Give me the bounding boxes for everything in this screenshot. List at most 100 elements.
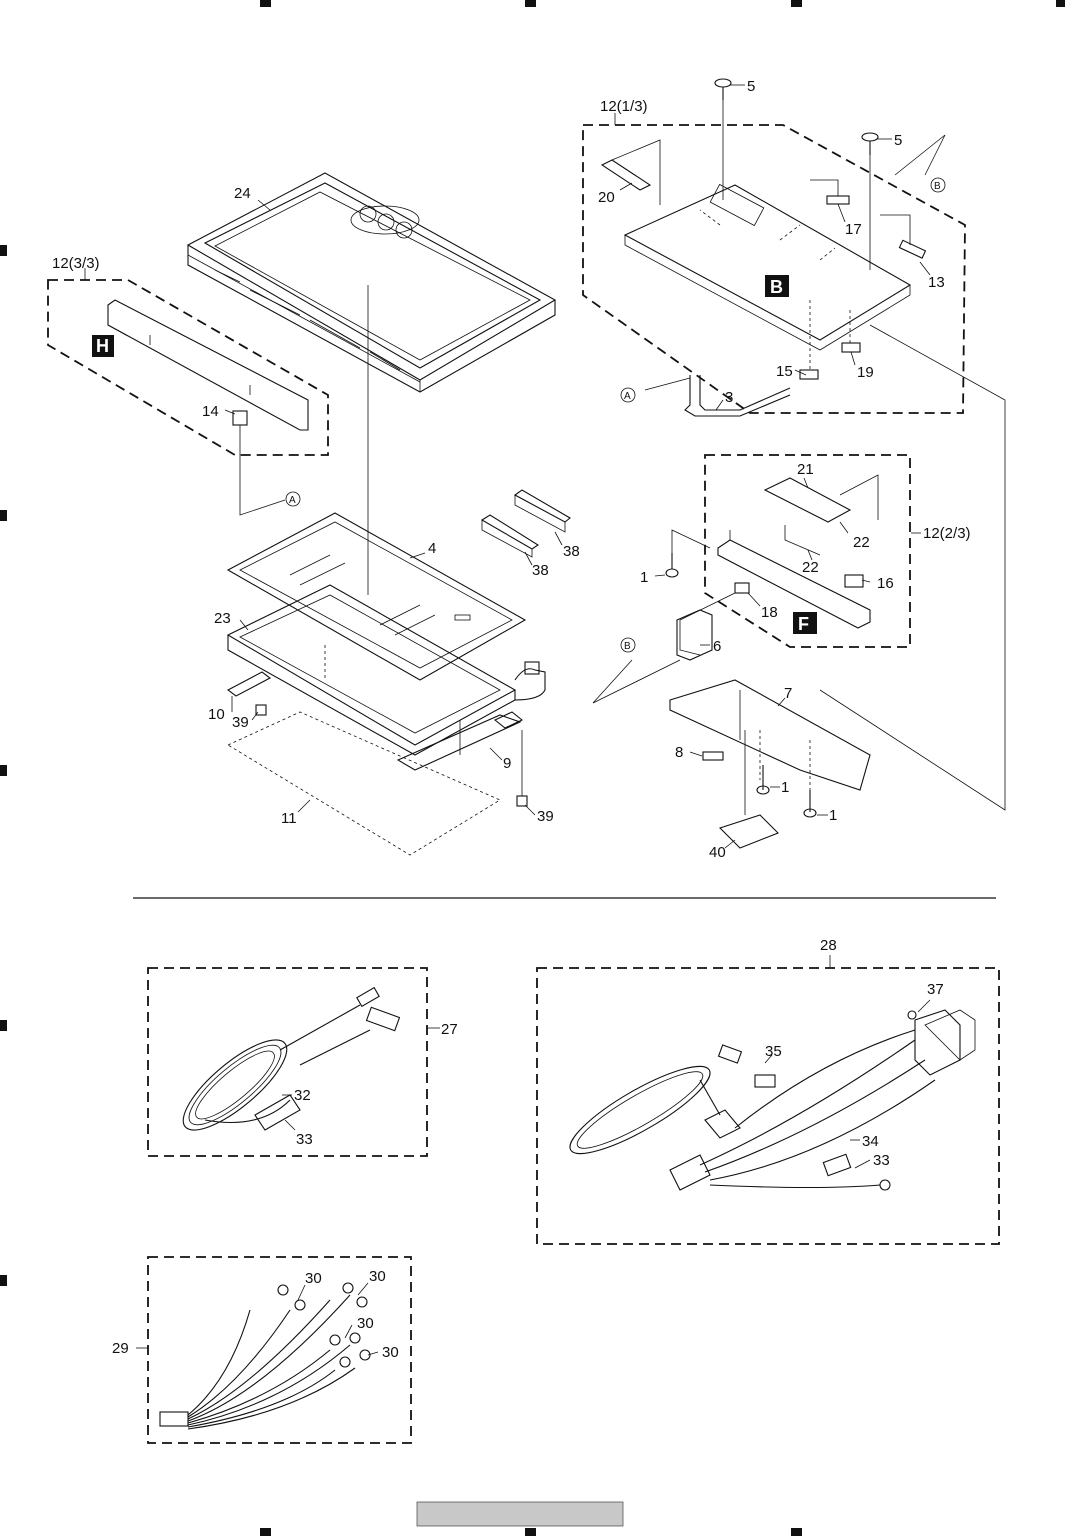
ref-b-arrow-3 — [592, 659, 633, 704]
callout-35: 35 — [765, 1043, 782, 1060]
callout-39-b: 39 — [537, 808, 554, 825]
callout-30-a: 30 — [305, 1270, 322, 1287]
callout-8: 8 — [675, 744, 683, 761]
part-7-bracket — [669, 324, 1006, 811]
board-h-label: H — [96, 336, 109, 356]
svg-text:B: B — [624, 641, 631, 652]
callout-34: 34 — [862, 1133, 879, 1150]
part-24-display-unit — [186, 172, 557, 393]
callout-30-b: 30 — [369, 1268, 386, 1285]
callout-1-a: 1 — [640, 569, 648, 586]
callout-5-a: 5 — [747, 78, 755, 95]
screw-1-a — [665, 529, 711, 578]
screw-5-b — [861, 132, 879, 270]
part-23-lcd — [226, 584, 546, 756]
part-27-cord — [182, 986, 401, 1131]
cord-27-box — [147, 967, 428, 1157]
callout-38-a: 38 — [563, 543, 580, 560]
callout-28: 28 — [820, 937, 837, 954]
part-38-strips — [480, 489, 571, 558]
ref-b-circle-2: B — [620, 637, 636, 653]
part-12-3-3-board-h: H — [92, 299, 309, 516]
ref-a-circle-2: A — [285, 491, 301, 507]
svg-text:B: B — [934, 181, 941, 192]
part-10 — [226, 671, 272, 697]
harness-28-box — [536, 967, 1000, 1245]
callout-15: 15 — [776, 363, 793, 380]
callout-13: 13 — [928, 274, 945, 291]
part-3-cable — [644, 375, 791, 417]
board-b-badge — [765, 275, 789, 297]
board-h-badge — [92, 335, 114, 357]
callout-14: 14 — [202, 403, 219, 420]
callout-29: 29 — [112, 1340, 129, 1357]
part-11-sheet — [227, 711, 501, 856]
board-b-label: B — [770, 277, 783, 297]
ref-a-circle-1: A — [620, 387, 636, 403]
callout-32: 32 — [294, 1087, 311, 1104]
callout-5-b: 5 — [894, 132, 902, 149]
callout-33-a: 33 — [873, 1152, 890, 1169]
callout-22-b: 22 — [802, 559, 819, 576]
callout-9: 9 — [503, 755, 511, 772]
part-12-1-3-board-b: B — [623, 183, 912, 351]
callout-24: 24 — [234, 185, 251, 202]
callout-1-b: 1 — [781, 779, 789, 796]
screw-1-c — [803, 790, 817, 818]
part-6-cable — [676, 609, 713, 661]
callout-27: 27 — [441, 1021, 458, 1038]
callout-38-b: 38 — [532, 562, 549, 579]
callout-3: 3 — [725, 389, 733, 406]
leader-lines — [84, 84, 931, 1356]
board-f-badge — [793, 612, 817, 634]
callout-22-a: 22 — [853, 534, 870, 551]
callout-11: 11 — [281, 810, 297, 827]
callout-10: 10 — [208, 706, 225, 723]
ref-b-arrow-4 — [592, 659, 681, 704]
callout-23: 23 — [214, 610, 231, 627]
callout-7: 7 — [784, 685, 792, 702]
callout-33-b: 33 — [296, 1131, 313, 1148]
part-39-a — [255, 704, 267, 716]
ref-b-circle-1: B — [930, 177, 946, 193]
board-f-label: F — [798, 614, 809, 634]
callout-labels: 5 5 12(1/3) 20 17 13 15 19 3 24 12(3/3) … — [52, 78, 971, 1361]
part-40-pad — [718, 814, 779, 849]
part-28-harness — [569, 1009, 976, 1191]
group-12-2-3-box — [704, 454, 911, 648]
callout-12-2-3: 12(2/3) — [923, 525, 971, 542]
svg-text:A: A — [624, 391, 631, 402]
callout-40: 40 — [709, 844, 726, 861]
cable-29-box — [147, 1256, 412, 1444]
screw-5-a — [714, 78, 732, 200]
svg-text:A: A — [289, 495, 296, 506]
callout-4: 4 — [428, 540, 436, 557]
callout-1-c: 1 — [829, 807, 837, 824]
callout-16: 16 — [877, 575, 894, 592]
group-12-3-3-box — [47, 279, 329, 456]
group-12-1-3-box — [582, 124, 966, 414]
callout-18: 18 — [761, 604, 778, 621]
part-12-2-3-board-f: F — [679, 474, 879, 656]
part-9-strip — [396, 711, 524, 771]
ref-b-arrow-2 — [924, 134, 946, 176]
callout-12-3-3: 12(3/3) — [52, 255, 100, 272]
callout-17: 17 — [845, 221, 862, 238]
callout-39-a: 39 — [232, 714, 249, 731]
callout-6: 6 — [713, 638, 721, 655]
part-39-b — [516, 730, 528, 807]
callout-30-c: 30 — [357, 1315, 374, 1332]
screw-1-b — [756, 765, 770, 795]
part-8 — [702, 751, 724, 761]
part-4-touch-panel — [226, 512, 527, 681]
callout-19: 19 — [857, 364, 874, 381]
callout-21: 21 — [797, 461, 814, 478]
part-29-cable — [159, 1282, 371, 1430]
footer-bar — [416, 1501, 624, 1527]
callout-12-1-3: 12(1/3) — [600, 98, 648, 115]
callout-20: 20 — [598, 189, 615, 206]
callout-30-d: 30 — [382, 1344, 399, 1361]
